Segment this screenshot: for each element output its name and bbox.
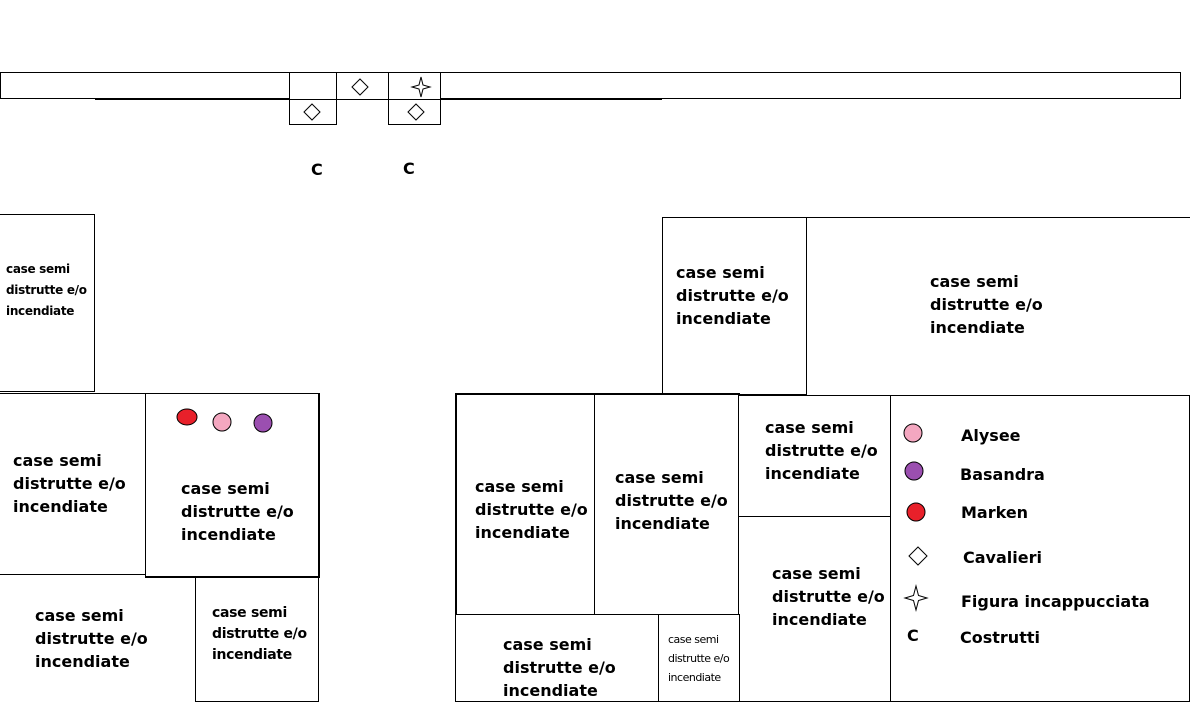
costrutto-marker: C (311, 160, 323, 179)
alysee-token-icon (212, 412, 232, 432)
legend-label-cavalieri: Cavalieri (963, 548, 1042, 567)
cavaliere-diamond-icon (351, 78, 369, 96)
costrutti-letter-c-icon: C (907, 626, 919, 645)
figura-incappucciata-star-icon (903, 584, 929, 612)
house-block (738, 516, 892, 702)
road-edge-left (95, 98, 290, 100)
house-block (145, 393, 320, 578)
house-block (658, 614, 740, 702)
house-block (0, 214, 95, 392)
alysee-legend-icon (903, 423, 923, 443)
house-block (806, 217, 1190, 397)
cavaliere-diamond-icon (407, 103, 425, 121)
cavalieri-diamond-icon (908, 546, 928, 566)
road-strip (0, 72, 1181, 99)
costrutto-marker: C (403, 159, 415, 178)
gate-cell-top-middle (336, 72, 389, 100)
basandra-token-icon (253, 413, 273, 433)
gate-cell-top-left (289, 72, 337, 100)
house-block (0, 393, 147, 575)
house-block (738, 395, 892, 517)
legend-panel (890, 395, 1190, 702)
legend-label-figura-incappucciata: Figura incappucciata (961, 592, 1150, 611)
legend-label-costrutti: Costrutti (960, 628, 1040, 647)
road-edge-right (440, 98, 662, 100)
legend-label-marken: Marken (961, 503, 1029, 522)
legend-label-basandra: Basandra (960, 465, 1045, 484)
marken-token-icon (176, 408, 198, 426)
figura-star-icon (410, 76, 432, 98)
cavaliere-diamond-icon (303, 103, 321, 121)
marken-legend-icon (906, 502, 926, 522)
basandra-legend-icon (904, 461, 924, 481)
house-block (455, 614, 660, 702)
legend-label-alysee: Alysee (961, 426, 1021, 445)
